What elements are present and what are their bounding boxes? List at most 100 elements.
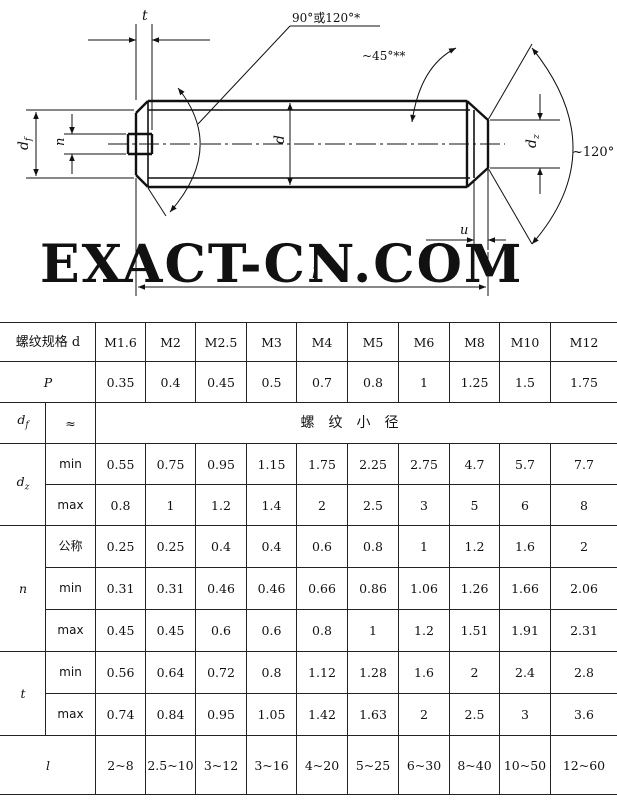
row-t-min: t min 0.56 0.64 0.72 0.8 1.12 1.28 1.6 2… [0,651,617,736]
table-cell: 8~40 [449,735,500,795]
row-label-df: df [0,402,46,444]
table-cell: 1.51 [449,609,500,652]
table-cell: 0.31 [145,567,196,610]
sub-label: min [45,443,96,485]
row-t-max: max 0.74 0.84 0.95 1.05 1.42 1.63 2 2.5 … [1,693,617,736]
table-cell: 3~16 [246,735,297,795]
table-cell: 1.75 [296,443,348,485]
table-cell: 1.28 [347,651,399,694]
table-cell: 1.25 [449,361,500,403]
header-row: 螺纹规格 d M1.6 M2 M2.5 M3 M4 M5 M6 M8 M10 M… [0,322,617,362]
sub-label: 公称 [45,525,96,568]
table-cell: 0.6 [195,609,247,652]
sub-label: max [45,484,96,526]
table-cell: 0.45 [95,609,146,652]
sub-label: min [45,651,96,694]
table-cell: 1.6 [398,651,450,694]
table-cell: 0.95 [195,443,247,485]
table-cell: 0.4 [246,525,297,568]
table-cell: 2.75 [398,443,450,485]
row-label-n: n [0,525,46,652]
size-cell: M4 [296,322,348,362]
table-cell: 0.7 [296,361,348,403]
table-cell: 7.7 [550,443,617,485]
approx-sign: ≈ [45,402,96,444]
screw-drawing: EXACT-CN.COM [16,8,614,296]
header-label: 螺纹规格 d [0,322,96,362]
table-cell: 0.56 [95,651,146,694]
label-u: u [460,223,468,238]
table-cell: 5 [449,484,500,526]
row-dz-min: dz min 0.55 0.75 0.95 1.15 1.75 2.25 2.7… [0,443,617,526]
table-cell: 0.84 [145,693,196,736]
table-cell: 1.2 [449,525,500,568]
table-cell: 0.64 [145,651,196,694]
table-cell: 10~50 [499,735,551,795]
size-cell: M8 [449,322,500,362]
row-label-p: P [0,361,96,403]
table-cell: 0.8 [347,525,399,568]
table-cell: 2.31 [550,609,617,652]
table-cell: 0.8 [95,484,146,526]
size-cell: M5 [347,322,399,362]
table-cell: 0.95 [195,693,247,736]
table-cell: 0.6 [246,609,297,652]
table-cell: 2 [296,484,348,526]
table-cell: 0.66 [296,567,348,610]
table-cell: 0.45 [145,609,196,652]
table-cell: 0.72 [195,651,247,694]
table-cell: 1.42 [296,693,348,736]
label-df: df [16,136,34,150]
row-pitch: P 0.35 0.4 0.45 0.5 0.7 0.8 1 1.25 1.5 1… [0,361,617,403]
table-cell: 1 [398,361,450,403]
table-cell: 0.25 [95,525,146,568]
minor-diameter-note: 螺纹小径 [95,402,617,444]
table-cell: 0.75 [145,443,196,485]
table-cell: 1.15 [246,443,297,485]
table-cell: 2 [449,651,500,694]
table-cell: 0.35 [95,361,146,403]
size-cell: M2 [145,322,196,362]
table-cell: 0.45 [195,361,247,403]
table-cell: 0.8 [246,651,297,694]
table-cell: 0.86 [347,567,399,610]
table-cell: 2.06 [550,567,617,610]
table-cell: 0.31 [95,567,146,610]
table-cell: 2.4 [499,651,551,694]
table-cell: 1.6 [499,525,551,568]
row-label-t: t [0,651,46,736]
table-cell: 0.46 [195,567,247,610]
table-cell: 2.5~10 [145,735,196,795]
table-cell: 2~8 [95,735,146,795]
watermark: EXACT-CN.COM [40,234,523,295]
table-cell: 1.2 [195,484,247,526]
row-n-max: max 0.45 0.45 0.6 0.6 0.8 1 1.2 1.51 1.9… [1,609,617,652]
table-cell: 1.91 [499,609,551,652]
table-cell: 1.26 [449,567,500,610]
row-length: l 2~8 2.5~10 3~12 3~16 4~20 5~25 6~30 8~… [0,735,617,795]
table-cell: 0.4 [145,361,196,403]
table-cell: 2 [398,693,450,736]
table-cell: 1.4 [246,484,297,526]
table-cell: 0.25 [145,525,196,568]
size-cell: M1.6 [95,322,146,362]
label-d: d [272,135,288,144]
label-l: l [312,266,316,282]
row-n-nominal: n 公称 0.25 0.25 0.4 0.4 0.6 0.8 1 1.2 1.6… [0,525,617,652]
table-cell: 0.74 [95,693,146,736]
size-cell: M3 [246,322,297,362]
table-cell: 4~20 [296,735,348,795]
table-cell: 1 [145,484,196,526]
table-cell: 3~12 [195,735,247,795]
table-cell: 2 [550,525,617,568]
table-cell: 1.75 [550,361,617,403]
label-dz: dz [524,134,542,148]
table-cell: 0.55 [95,443,146,485]
table-cell: 5~25 [347,735,399,795]
table-cell: 1.06 [398,567,450,610]
table-cell: 2.5 [347,484,399,526]
size-cell: M2.5 [195,322,247,362]
table-cell: 4.7 [449,443,500,485]
table-cell: 12~60 [550,735,617,795]
table-cell: 0.8 [347,361,399,403]
